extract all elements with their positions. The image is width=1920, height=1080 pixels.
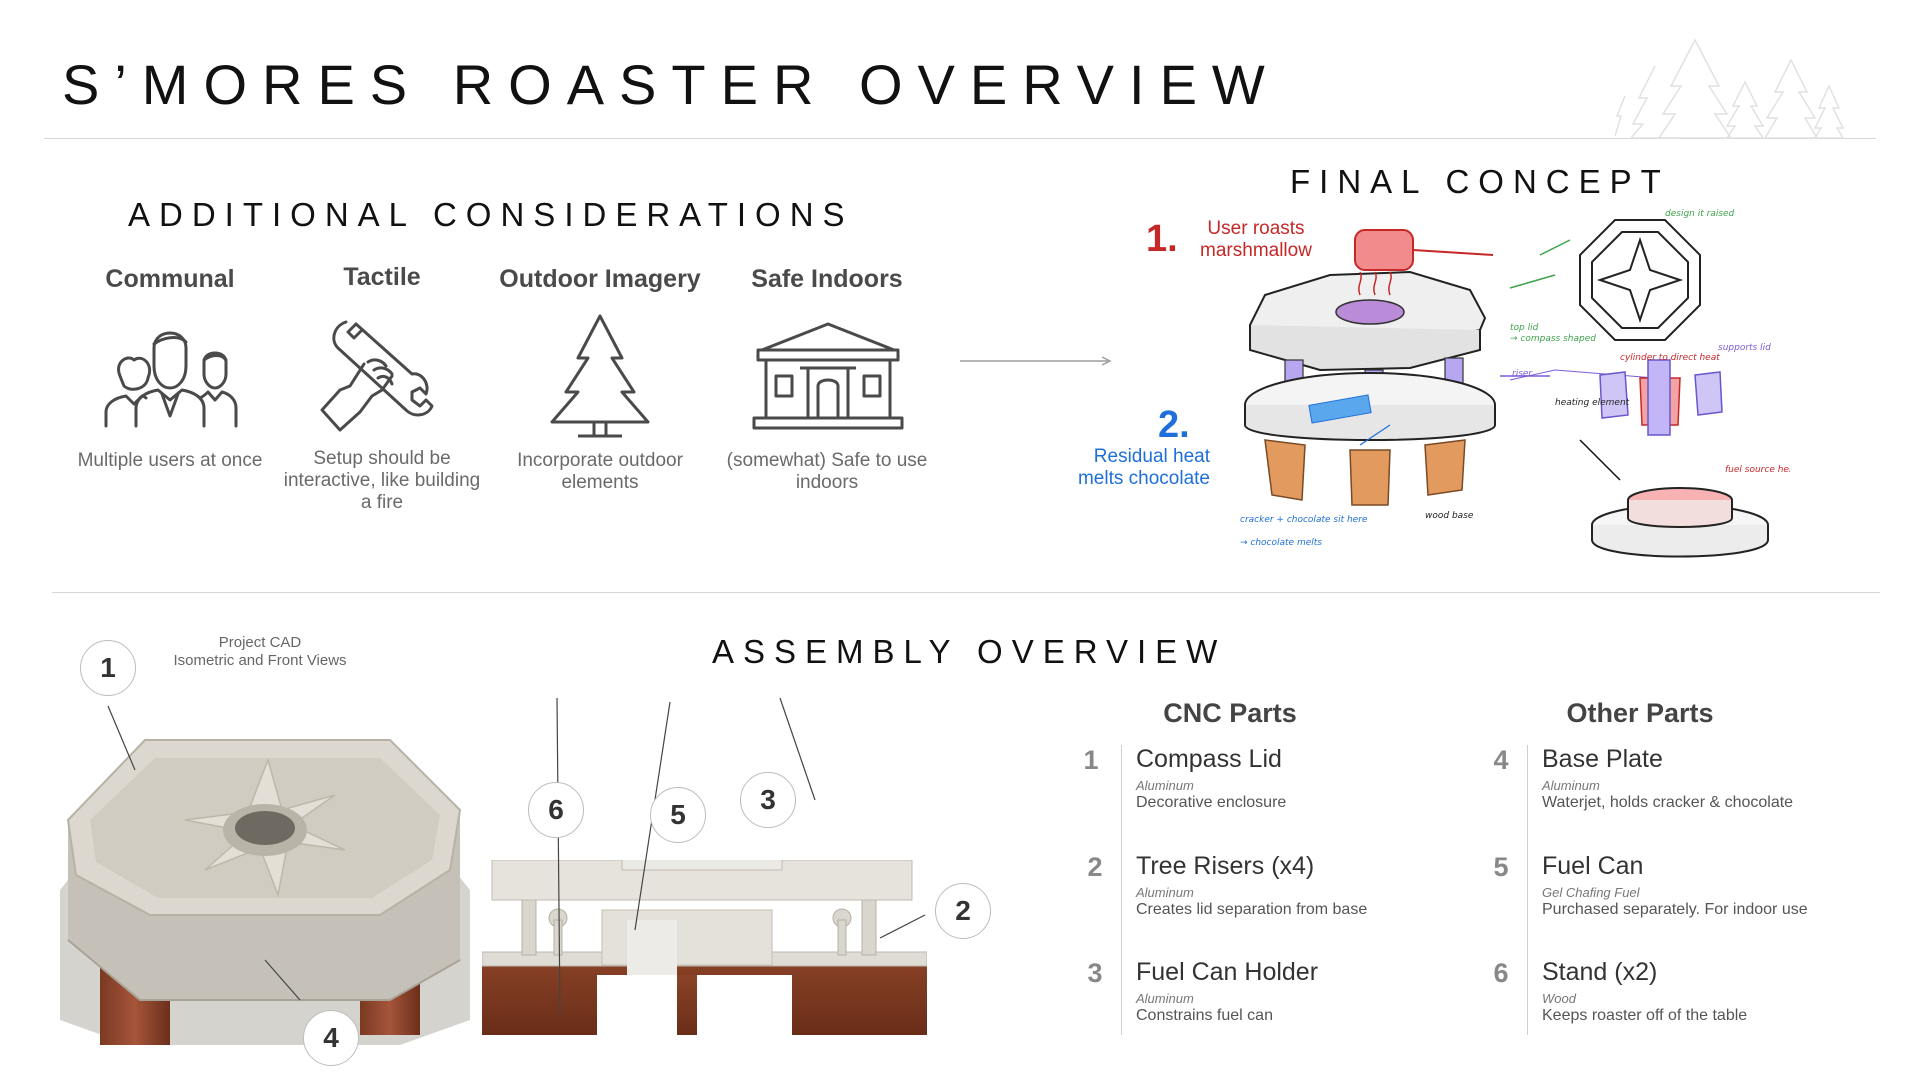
building-icon: [752, 322, 904, 430]
step2-text: Residual heat melts chocolate: [1077, 446, 1210, 489]
assembly-title: ASSEMBLY OVERVIEW: [712, 633, 1227, 670]
part-number: 6: [1493, 958, 1509, 988]
hand-wrench-icon: [320, 320, 434, 432]
cad-caption: Project CAD Isometric and Front Views: [173, 634, 347, 669]
part-material: Aluminum: [1136, 991, 1194, 1006]
svg-text:→ compass shaped: → compass shaped: [1510, 334, 1596, 344]
part-number: 1: [1083, 745, 1099, 775]
part-material: Aluminum: [1542, 778, 1600, 793]
part-number: 5: [1493, 852, 1509, 882]
svg-text:cracker + chocolate sit here: cracker + chocolate sit here: [1240, 515, 1368, 525]
svg-text:→ chocolate melts: → chocolate melts: [1240, 538, 1322, 548]
consideration-description: Setup should be interactive, like buildi…: [283, 448, 481, 513]
consideration-safe-indoors: Safe Indoors: [722, 265, 932, 294]
page-title: S’MORES ROASTER OVERVIEW: [62, 53, 1280, 116]
callout-4: 4: [303, 1010, 359, 1066]
callout-2: 2: [935, 883, 991, 939]
part-name: Tree Risers (x4): [1136, 852, 1315, 880]
part-number: 2: [1087, 852, 1103, 882]
callout-6: 6: [528, 782, 584, 838]
part-description: Constrains fuel can: [1136, 1007, 1273, 1024]
svg-text:heating element: heating element: [1555, 398, 1630, 408]
part-description: Creates lid separation from base: [1136, 901, 1368, 918]
callout-leader-lines: [107, 697, 926, 1016]
svg-text:design it raised: design it raised: [1665, 209, 1735, 219]
svg-text:wood base: wood base: [1425, 511, 1474, 521]
consideration-label: Tactile: [343, 263, 421, 291]
part-description: Keeps roaster off of the table: [1542, 1007, 1748, 1024]
header-divider: [44, 138, 1876, 139]
part-description: Waterjet, holds cracker & chocolate: [1542, 794, 1794, 811]
part-name: Fuel Can: [1542, 852, 1644, 880]
svg-text:top lid: top lid: [1510, 323, 1539, 333]
marshmallow-icon: [1354, 229, 1494, 271]
consideration-label: Communal: [105, 265, 235, 293]
people-icon: [104, 331, 238, 428]
part-material: Wood: [1542, 991, 1576, 1006]
isometric-render: [60, 739, 470, 1045]
svg-text:riser: riser: [1512, 369, 1533, 379]
callout-3: 3: [740, 772, 796, 828]
svg-text:supports lid: supports lid: [1718, 343, 1771, 353]
front-view-render: [482, 860, 927, 1035]
consideration-label: Safe Indoors: [751, 265, 903, 293]
part-material: Aluminum: [1136, 778, 1194, 793]
other-divider: [1527, 745, 1528, 1035]
pine-tree-icon: [550, 314, 650, 438]
step2-number: 2.: [1158, 404, 1190, 446]
part-item: Tree Risers (x4) Aluminum Creates lid se…: [1136, 852, 1516, 919]
consideration-communal-desc: Multiple users at once: [65, 450, 275, 472]
svg-text:fuel source here: fuel source here: [1725, 465, 1790, 475]
consideration-outdoor-desc: Incorporate outdoor elements: [495, 450, 705, 494]
other-parts-heading: Other Parts: [1566, 698, 1714, 728]
arrow-right-icon: [960, 356, 1112, 366]
part-name: Base Plate: [1542, 745, 1663, 773]
part-number: 3: [1087, 958, 1103, 988]
considerations-title: ADDITIONAL CONSIDERATIONS: [128, 196, 854, 233]
consideration-description: Incorporate outdoor elements: [517, 450, 683, 493]
cnc-parts-heading: CNC Parts: [1163, 698, 1297, 728]
cnc-divider: [1121, 745, 1122, 1035]
consideration-tactile-desc: Setup should be interactive, like buildi…: [277, 448, 487, 514]
part-item: Compass Lid Aluminum Decorative enclosur…: [1136, 745, 1516, 812]
consideration-outdoor-imagery: Outdoor Imagery: [485, 265, 715, 294]
part-description: Purchased separately. For indoor use: [1542, 901, 1808, 918]
section-divider: [52, 592, 1880, 593]
part-item: Fuel Can Holder Aluminum Constrains fuel…: [1136, 958, 1516, 1025]
consideration-communal: Communal: [65, 265, 275, 294]
part-material: Aluminum: [1136, 885, 1194, 900]
part-item: Base Plate Aluminum Waterjet, holds crac…: [1542, 745, 1920, 812]
part-item: Stand (x2) Wood Keeps roaster off of the…: [1542, 958, 1920, 1025]
step1-number: 1.: [1146, 218, 1178, 260]
part-description: Decorative enclosure: [1136, 794, 1287, 811]
part-item: Fuel Can Gel Chafing Fuel Purchased sepa…: [1542, 852, 1920, 919]
part-material: Gel Chafing Fuel: [1542, 885, 1640, 900]
step1-text: User roasts marshmallow: [1200, 218, 1312, 261]
decorative-trees-icon: [1615, 38, 1845, 139]
part-name: Compass Lid: [1136, 745, 1282, 773]
consideration-safe-desc: (somewhat) Safe to use indoors: [722, 450, 932, 494]
part-name: Fuel Can Holder: [1136, 958, 1319, 986]
consideration-description: (somewhat) Safe to use indoors: [726, 450, 928, 493]
svg-text:cylinder to direct heat: cylinder to direct heat: [1620, 353, 1720, 363]
consideration-label: Outdoor Imagery: [499, 265, 701, 293]
concept-title: FINAL CONCEPT: [1290, 163, 1670, 200]
consideration-tactile: Tactile: [277, 263, 487, 292]
callout-1: 1: [80, 640, 136, 696]
consideration-description: Multiple users at once: [77, 450, 263, 471]
part-name: Stand (x2): [1542, 958, 1658, 986]
part-number: 4: [1493, 745, 1509, 775]
concept-sketch: top lid → compass shaped riser heating e…: [1240, 209, 1790, 558]
callout-5: 5: [650, 787, 706, 843]
